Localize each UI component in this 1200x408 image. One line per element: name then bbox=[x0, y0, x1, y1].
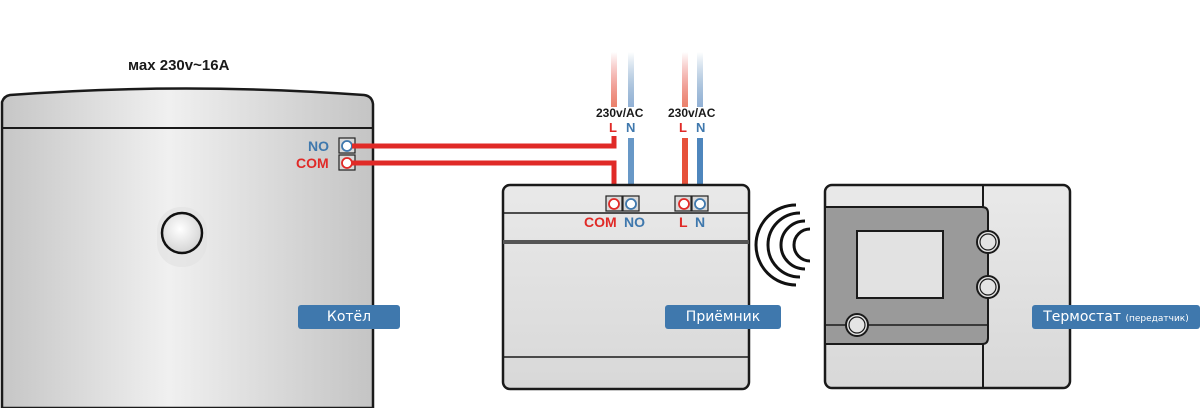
supply-2-l-label: L bbox=[679, 120, 687, 135]
receiver-terminal-com-icon bbox=[608, 198, 620, 210]
receiver bbox=[501, 183, 751, 391]
receiver-name-badge: Приёмник bbox=[665, 305, 781, 329]
supply-wires bbox=[611, 52, 703, 198]
wireless-signal-icon bbox=[754, 203, 811, 287]
boiler-name-label: Котёл bbox=[326, 309, 372, 325]
thermostat-display bbox=[856, 230, 944, 299]
supply-1-l-label: L bbox=[609, 120, 617, 135]
receiver-terminal-n-label: N bbox=[695, 214, 706, 230]
boiler-terminal-no-icon bbox=[341, 140, 353, 152]
receiver-terminal-l-icon bbox=[678, 198, 690, 210]
receiver-terminal-com-label: COM bbox=[584, 214, 617, 230]
supply-2-voltage-label: 230v/AC bbox=[668, 106, 716, 120]
receiver-terminal-block bbox=[605, 195, 709, 212]
supply-1-n-label: N bbox=[626, 120, 636, 135]
supply-1-voltage-label: 230v/AC bbox=[596, 106, 644, 120]
boiler bbox=[0, 87, 375, 408]
thermostat-name-label: Термостат bbox=[1043, 309, 1122, 325]
thermostat-sub-label: (передатчик) bbox=[1125, 314, 1189, 324]
receiver-terminal-l-label: L bbox=[679, 214, 688, 230]
boiler-knob-icon[interactable] bbox=[160, 211, 204, 255]
receiver-terminal-no-icon bbox=[625, 198, 637, 210]
boiler-rating-label: мах 230v~16A bbox=[128, 57, 230, 74]
boiler-terminal-com-label: COM bbox=[296, 155, 329, 171]
receiver-name-label: Приёмник bbox=[685, 309, 761, 325]
thermostat-name-badge: Термостат (передатчик) bbox=[1032, 305, 1200, 329]
boiler-name-badge: Котёл bbox=[298, 305, 400, 329]
receiver-terminal-no-label: NO bbox=[624, 214, 645, 230]
boiler-terminal-no-label: NO bbox=[308, 138, 329, 154]
receiver-terminal-n-icon bbox=[694, 198, 706, 210]
supply-2-n-label: N bbox=[696, 120, 706, 135]
boiler-terminal-com-icon bbox=[341, 157, 353, 169]
thermostat bbox=[823, 183, 1072, 390]
